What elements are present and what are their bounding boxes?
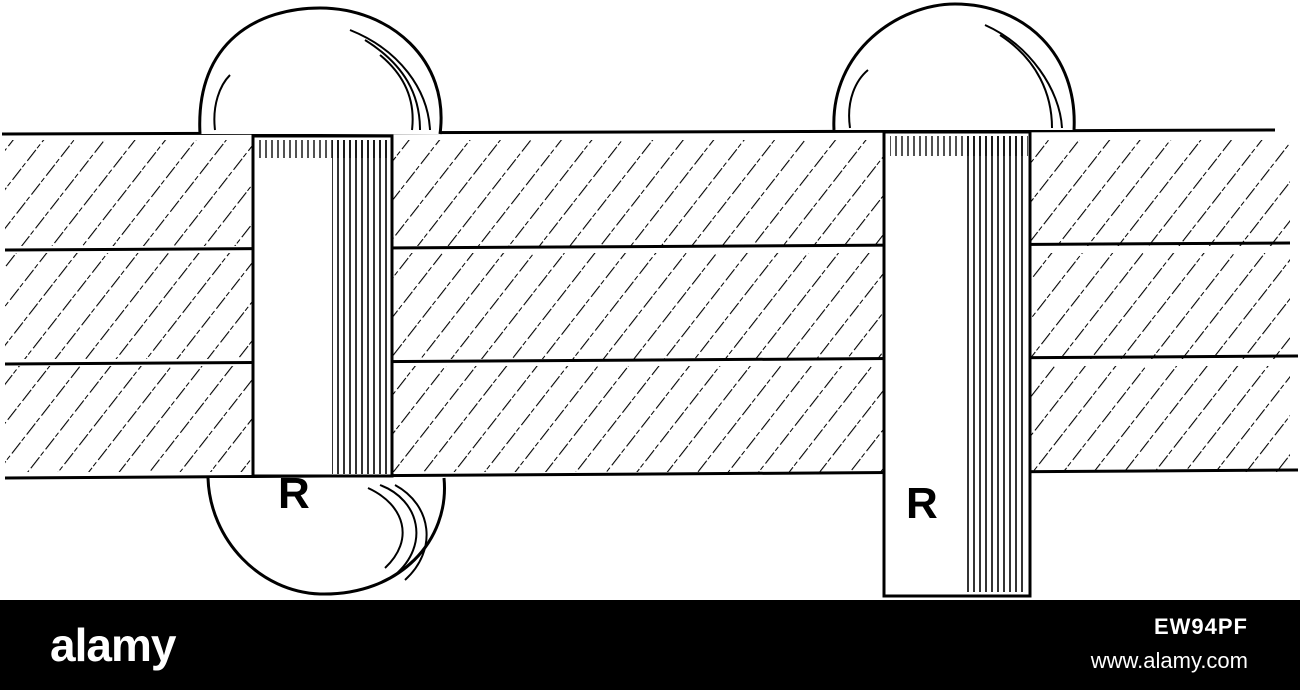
left-rivet-label: R — [278, 469, 310, 518]
site-url: www.alamy.com — [1090, 648, 1248, 673]
rivet-diagram: R R — [1, 2, 1299, 598]
right-rivet: R — [832, 2, 1076, 598]
image-id: EW94PF — [1153, 614, 1248, 639]
watermark-footer: alamy EW94PF www.alamy.com — [0, 600, 1300, 690]
plate-layers — [5, 140, 1290, 472]
right-rivet-top-head — [832, 2, 1076, 131]
plate-bottom-left — [5, 366, 253, 472]
plate-mid-middle — [392, 253, 884, 359]
left-rivet: R — [198, 6, 446, 596]
left-rivet-bottom-head — [206, 477, 446, 596]
image-identifier: EW94PF www.alamy.com — [1091, 614, 1248, 674]
plate-mid-left — [5, 253, 253, 359]
plate-top-middle — [392, 140, 884, 246]
plate-top-left — [5, 140, 253, 246]
rivet-drawing: R R — [1, 2, 1299, 598]
left-rivet-top-head — [198, 6, 443, 135]
right-rivet-label: R — [906, 479, 938, 528]
plate-bottom-right — [1028, 366, 1290, 472]
plate-bottom-middle — [392, 366, 884, 472]
plate-lines — [1, 128, 1299, 480]
plate-mid-right — [1028, 253, 1290, 359]
plate-top-right — [1028, 140, 1290, 246]
brand-logo: alamy — [50, 619, 176, 671]
